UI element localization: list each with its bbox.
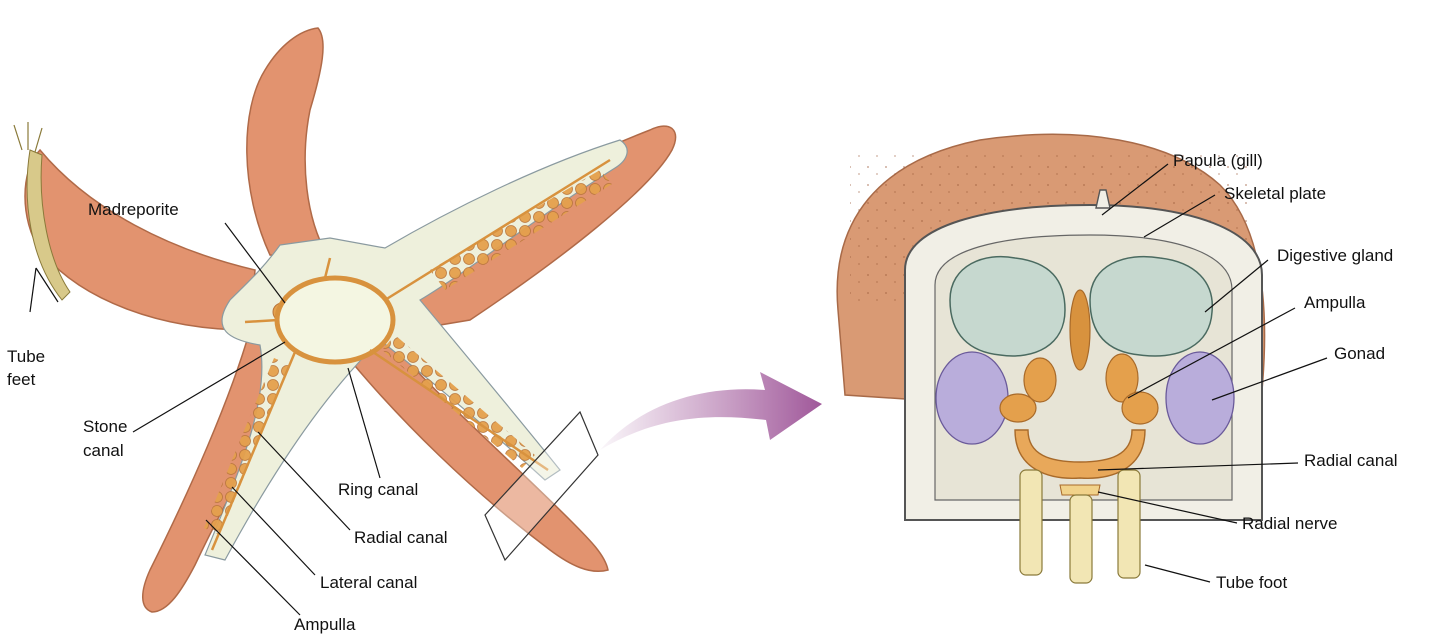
sea-star-arm-left bbox=[25, 150, 255, 330]
label-radial-nerve: Radial nerve bbox=[1242, 514, 1337, 533]
label-ring-canal: Ring canal bbox=[338, 480, 418, 499]
label-tube-feet-line2: feet bbox=[7, 370, 36, 389]
radial-nerve-structure bbox=[1060, 485, 1100, 495]
label-skeletal-plate: Skeletal plate bbox=[1224, 184, 1326, 203]
label-lateral-canal: Lateral canal bbox=[320, 573, 417, 592]
gonad-left bbox=[936, 352, 1008, 444]
label-digestive-gland: Digestive gland bbox=[1277, 246, 1393, 265]
sea-star-arm-top bbox=[247, 28, 330, 260]
magnify-arrow bbox=[600, 372, 822, 450]
label-radial-canal-right: Radial canal bbox=[1304, 451, 1398, 470]
tube-feet-tips bbox=[14, 122, 42, 152]
digestive-gland-right bbox=[1090, 257, 1212, 356]
digestive-gland-left bbox=[950, 257, 1065, 356]
gonad-right bbox=[1166, 352, 1234, 444]
label-stone-canal-line2: canal bbox=[83, 441, 124, 460]
label-radial-canal-left: Radial canal bbox=[354, 528, 448, 547]
label-stone-canal-line1: Stone bbox=[83, 417, 127, 436]
label-madreporite: Madreporite bbox=[88, 200, 179, 219]
label-ampulla-right: Ampulla bbox=[1304, 293, 1366, 312]
label-gonad: Gonad bbox=[1334, 344, 1385, 363]
label-papula: Papula (gill) bbox=[1173, 151, 1263, 170]
ring-canal-structure bbox=[277, 278, 393, 362]
label-tube-feet-line1: Tube bbox=[7, 347, 45, 366]
label-tube-foot: Tube foot bbox=[1216, 573, 1287, 592]
label-ampulla-left: Ampulla bbox=[294, 615, 356, 634]
